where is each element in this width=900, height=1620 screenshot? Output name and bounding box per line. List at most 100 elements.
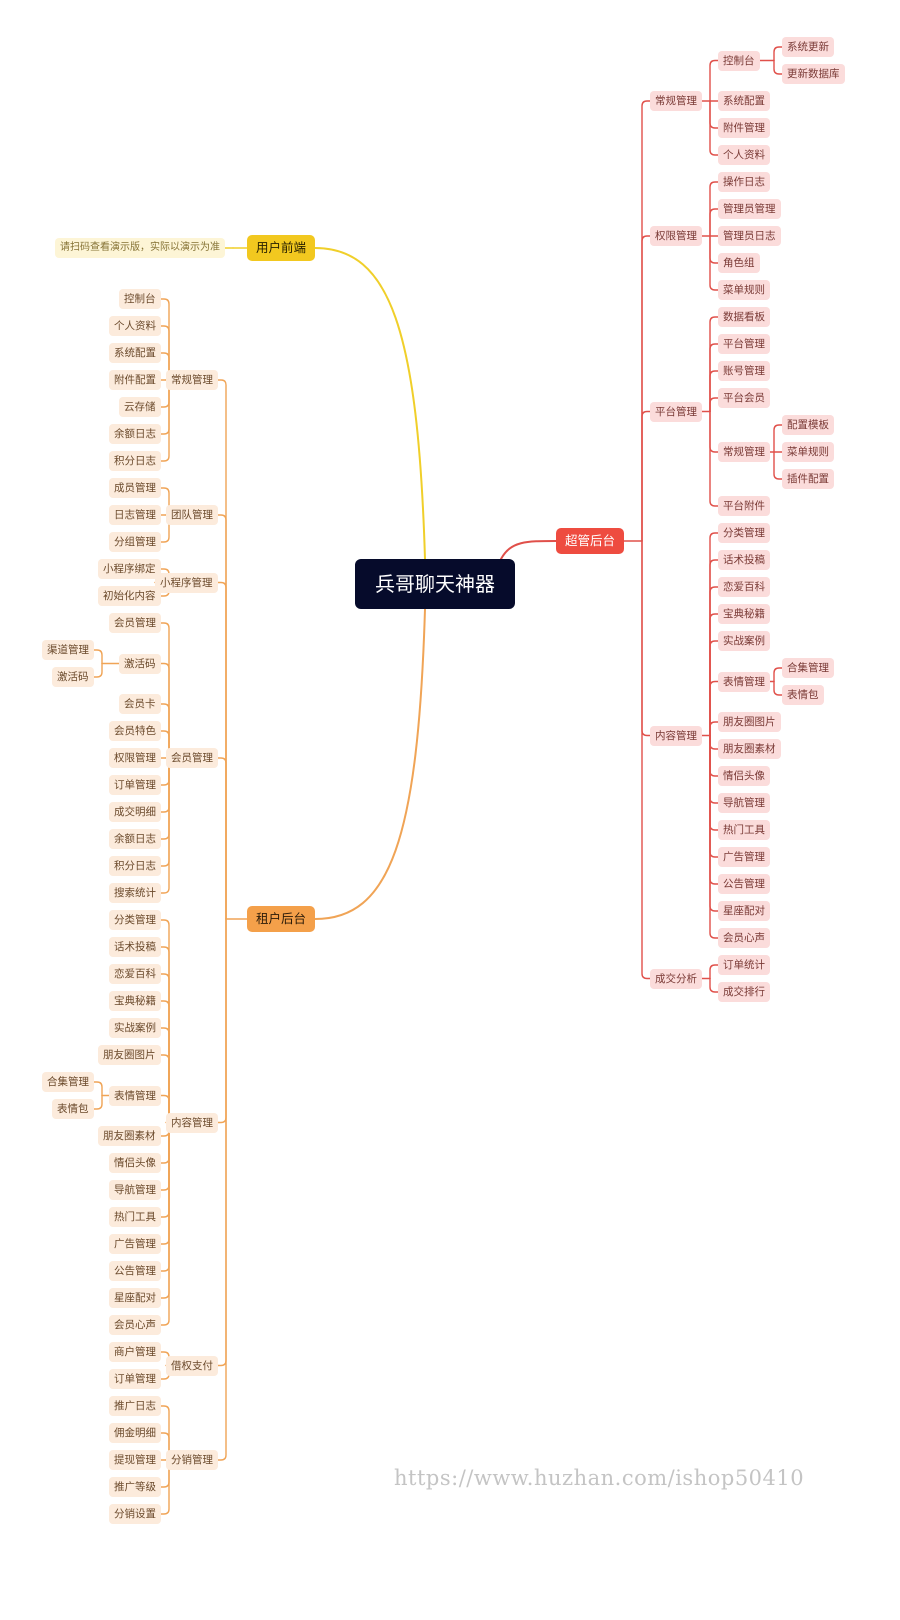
leaf-node[interactable]: 成交排行 [718, 982, 770, 1002]
leaf-node[interactable]: 导航管理 [109, 1180, 161, 1200]
leaf-node[interactable]: 会员心声 [718, 928, 770, 948]
leaf-node[interactable]: 初始化内容 [98, 586, 161, 606]
leaf-node[interactable]: 分类管理 [109, 910, 161, 930]
leaf-node[interactable]: 恋爱百科 [718, 577, 770, 597]
leaf-node[interactable]: 权限管理 [109, 748, 161, 768]
leaf-node[interactable]: 附件管理 [718, 118, 770, 138]
leaf-node[interactable]: 数据看板 [718, 307, 770, 327]
leaf-node[interactable]: 提现管理 [109, 1450, 161, 1470]
leaf-node[interactable]: 朋友圈素材 [98, 1126, 161, 1146]
leaf-node[interactable]: 恋爱百科 [109, 964, 161, 984]
leaf-node[interactable]: 积分日志 [109, 856, 161, 876]
leaf-node[interactable]: 会员卡 [119, 694, 161, 714]
leaf-node[interactable]: 推广等级 [109, 1477, 161, 1497]
leaf-node[interactable]: 配置模板 [782, 415, 834, 435]
leaf-node[interactable]: 管理员日志 [718, 226, 781, 246]
leaf-node[interactable]: 会员特色 [109, 721, 161, 741]
note-node[interactable]: 请扫码查看演示版，实际以演示为准 [55, 238, 225, 258]
leaf-node[interactable]: 平台会员 [718, 388, 770, 408]
leaf-node[interactable]: 朋友圈图片 [718, 712, 781, 732]
leaf-node[interactable]: 星座配对 [718, 901, 770, 921]
leaf-node[interactable]: 朋友圈素材 [718, 739, 781, 759]
branch-tenant-admin[interactable]: 租户后台 [247, 906, 316, 932]
branch-super-admin[interactable]: 超管后台 [556, 528, 625, 554]
leaf-node[interactable]: 附件配置 [109, 370, 161, 390]
leaf-node[interactable]: 推广日志 [109, 1396, 161, 1416]
leaf-node[interactable]: 系统配置 [109, 343, 161, 363]
leaf-node[interactable]: 成交明细 [109, 802, 161, 822]
leaf-node[interactable]: 公告管理 [109, 1261, 161, 1281]
leaf-node[interactable]: 余额日志 [109, 829, 161, 849]
leaf-node[interactable]: 会员心声 [109, 1315, 161, 1335]
leaf-node[interactable]: 个人资料 [109, 316, 161, 336]
leaf-node[interactable]: 表情包 [782, 685, 824, 705]
leaf-node[interactable]: 话术投稿 [109, 937, 161, 957]
group-node[interactable]: 控制台 [718, 50, 760, 71]
leaf-node[interactable]: 商户管理 [109, 1342, 161, 1362]
leaf-node[interactable]: 平台管理 [718, 334, 770, 354]
leaf-node[interactable]: 积分日志 [109, 451, 161, 471]
leaf-node[interactable]: 分组管理 [109, 532, 161, 552]
leaf-node[interactable]: 小程序绑定 [98, 559, 161, 579]
leaf-node[interactable]: 宝典秘籍 [718, 604, 770, 624]
leaf-node[interactable]: 订单统计 [718, 955, 770, 975]
leaf-node[interactable]: 订单管理 [109, 775, 161, 795]
group-node[interactable]: 平台管理 [650, 401, 702, 422]
leaf-node[interactable]: 广告管理 [718, 847, 770, 867]
leaf-node[interactable]: 广告管理 [109, 1234, 161, 1254]
leaf-node[interactable]: 热门工具 [718, 820, 770, 840]
group-node[interactable]: 表情管理 [109, 1085, 161, 1106]
leaf-node[interactable]: 菜单规则 [782, 442, 834, 462]
leaf-node[interactable]: 表情包 [52, 1099, 94, 1119]
leaf-node[interactable]: 星座配对 [109, 1288, 161, 1308]
leaf-node[interactable]: 日志管理 [109, 505, 161, 525]
leaf-node[interactable]: 分类管理 [718, 523, 770, 543]
leaf-node[interactable]: 渠道管理 [42, 640, 94, 660]
leaf-node[interactable]: 佣金明细 [109, 1423, 161, 1443]
leaf-node[interactable]: 合集管理 [782, 658, 834, 678]
leaf-node[interactable]: 实战案例 [718, 631, 770, 651]
leaf-node[interactable]: 搜索统计 [109, 883, 161, 903]
leaf-node[interactable]: 话术投稿 [718, 550, 770, 570]
leaf-node[interactable]: 控制台 [119, 289, 161, 309]
group-node[interactable]: 权限管理 [650, 226, 702, 246]
leaf-node[interactable]: 云存储 [119, 397, 161, 417]
group-node[interactable]: 常规管理 [650, 91, 702, 111]
branch-user-frontend[interactable]: 用户前端 [247, 235, 316, 261]
leaf-node[interactable]: 导航管理 [718, 793, 770, 813]
leaf-node[interactable]: 成员管理 [109, 478, 161, 498]
leaf-node[interactable]: 插件配置 [782, 469, 834, 489]
leaf-node[interactable]: 系统配置 [718, 91, 770, 111]
leaf-node[interactable]: 合集管理 [42, 1072, 94, 1092]
leaf-node[interactable]: 情侣头像 [109, 1153, 161, 1173]
group-node[interactable]: 团队管理 [166, 505, 218, 525]
leaf-node[interactable]: 公告管理 [718, 874, 770, 894]
leaf-node[interactable]: 实战案例 [109, 1018, 161, 1038]
leaf-node[interactable]: 朋友圈图片 [98, 1045, 161, 1065]
group-node[interactable]: 内容管理 [166, 1112, 218, 1133]
leaf-node[interactable]: 账号管理 [718, 361, 770, 381]
group-node[interactable]: 会员管理 [166, 748, 218, 768]
leaf-node[interactable]: 操作日志 [718, 172, 770, 192]
leaf-node[interactable]: 角色组 [718, 253, 760, 273]
group-node[interactable]: 借权支付 [166, 1355, 218, 1376]
leaf-node[interactable]: 平台附件 [718, 496, 770, 516]
leaf-node[interactable]: 激活码 [52, 667, 94, 687]
leaf-node[interactable]: 余额日志 [109, 424, 161, 444]
leaf-node[interactable]: 热门工具 [109, 1207, 161, 1227]
leaf-node[interactable]: 宝典秘籍 [109, 991, 161, 1011]
leaf-node[interactable]: 个人资料 [718, 145, 770, 165]
group-node[interactable]: 小程序管理 [155, 572, 218, 593]
group-node[interactable]: 成交分析 [650, 968, 702, 989]
leaf-node[interactable]: 系统更新 [782, 37, 834, 57]
group-node[interactable]: 常规管理 [166, 370, 218, 390]
leaf-node[interactable]: 情侣头像 [718, 766, 770, 786]
group-node[interactable]: 激活码 [119, 653, 161, 674]
leaf-node[interactable]: 订单管理 [109, 1369, 161, 1389]
leaf-node[interactable]: 菜单规则 [718, 280, 770, 300]
leaf-node[interactable]: 分销设置 [109, 1504, 161, 1524]
group-node[interactable]: 分销管理 [166, 1450, 218, 1470]
group-node[interactable]: 内容管理 [650, 725, 702, 746]
root-node[interactable]: 兵哥聊天神器 [355, 559, 515, 609]
leaf-node[interactable]: 会员管理 [109, 613, 161, 633]
